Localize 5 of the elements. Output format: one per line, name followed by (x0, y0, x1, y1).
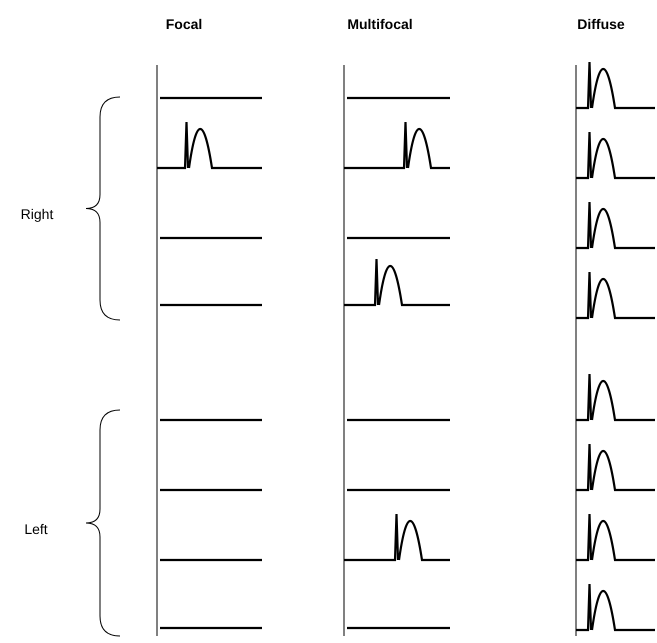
side-label: Right (20, 206, 54, 222)
side-label: Left (24, 521, 48, 537)
column-heading: Multifocal (347, 16, 413, 32)
column-heading: Diffuse (577, 16, 625, 32)
column-heading: Focal (166, 16, 202, 32)
